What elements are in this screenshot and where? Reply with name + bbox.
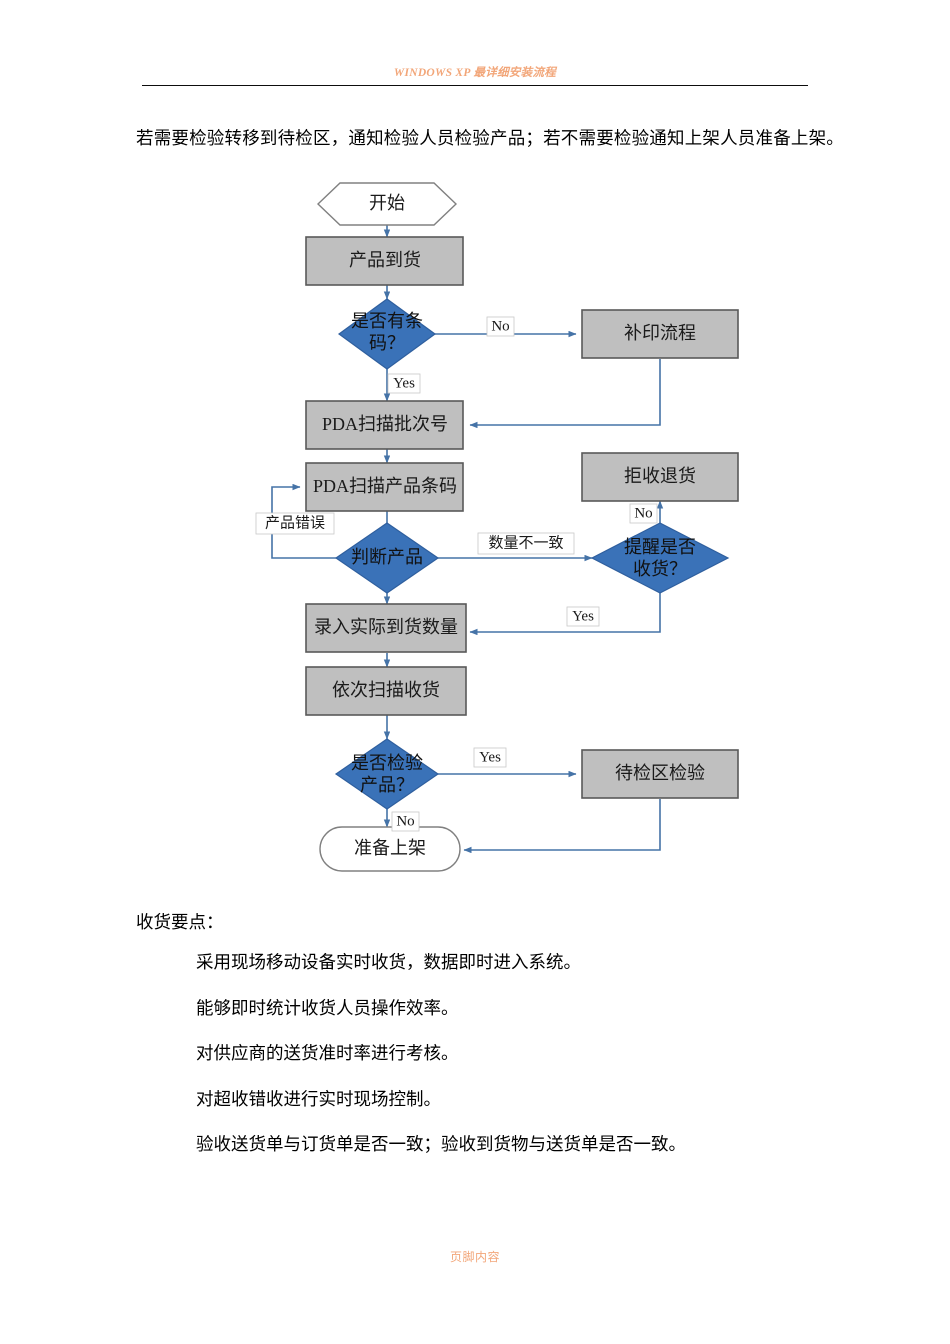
node-arrival-label: 产品到货 [349, 250, 421, 270]
node-inspect-product: 是否检验产品？ [334, 738, 440, 810]
list-item: 验收送货单与订货单是否一致；验收到货物与送货单是否一致。 [196, 1134, 686, 1154]
node-reprint: 补印流程 [581, 309, 739, 359]
node-inspect-product-label: 是否检验产品？ [351, 753, 423, 795]
intro-paragraph: 若需要检验转移到待检区，通知检验人员检验产品；若不需要检验通知上架人员准备上架。 [136, 128, 844, 148]
node-judge-product-label: 判断产品 [351, 547, 423, 567]
edge-label-barcode-yes: Yes [387, 373, 421, 394]
edge-remind-yes-enterqty [469, 581, 661, 636]
points-title: 收货要点： [136, 912, 224, 932]
svg-text:数量不一致: 数量不一致 [488, 534, 563, 551]
node-remind-receive: 提醒是否收货？ [590, 522, 730, 594]
header-divider [142, 85, 808, 86]
page-header: WINDOWS XP 最详细安装流程 [0, 64, 950, 90]
node-scan-batch: PDA扫描批次号 [305, 400, 464, 450]
node-scan-receive: 依次扫描收货 [305, 666, 467, 716]
page-footer: 页脚内容 [449, 1250, 500, 1264]
node-scan-product-label: PDA扫描产品条码 [313, 476, 457, 496]
node-remind-receive-label: 提醒是否收货？ [624, 537, 696, 579]
list-item: 对供应商的送货准时率进行考核。 [196, 1043, 459, 1063]
node-enter-qty-label: 录入实际到货数量 [314, 617, 458, 637]
svg-text:产品错误: 产品错误 [265, 514, 325, 531]
header-title: WINDOWS XP 最详细安装流程 [393, 67, 557, 79]
edge-label-remind-no: No [629, 503, 658, 524]
edge-label-inspect-yes: Yes [473, 747, 507, 768]
edge-label-inspect-no: No [391, 811, 420, 832]
edge-label-barcode-no: No [486, 316, 515, 337]
node-enter-qty: 录入实际到货数量 [305, 603, 467, 653]
edge-label-qty-mismatch: 数量不一致 [477, 532, 575, 555]
node-reject-return-label: 拒收退货 [624, 466, 696, 486]
svg-text:No: No [491, 318, 509, 334]
node-arrival: 产品到货 [305, 236, 464, 286]
edge-reprint-batch [469, 359, 661, 429]
node-ready-shelf: 准备上架 [319, 826, 461, 872]
svg-text:Yes: Yes [393, 375, 415, 391]
node-has-barcode-label-line1: 是否有条码？ [351, 311, 423, 353]
node-start: 开始 [316, 182, 458, 226]
node-scan-batch-label: PDA扫描批次号 [322, 414, 448, 434]
node-start-label: 开始 [369, 193, 405, 213]
flow-edge-labels: No Yes 产品错误 数量不一致 No [255, 316, 658, 832]
list-item: 对超收错收进行实时现场控制。 [196, 1088, 441, 1109]
node-scan-receive-label: 依次扫描收货 [332, 680, 440, 700]
node-inspect-area-label: 待检区检验 [615, 763, 705, 783]
edge-label-remind-yes: Yes [566, 606, 600, 627]
node-scan-product: PDA扫描产品条码 [305, 462, 464, 512]
edge-label-product-error: 产品错误 [255, 512, 335, 535]
node-inspect-area: 待检区检验 [581, 749, 739, 799]
svg-text:Yes: Yes [572, 608, 594, 624]
node-has-barcode: 是否有条码？ [337, 298, 437, 370]
svg-text:Yes: Yes [479, 749, 501, 765]
edge-area-shelf [463, 799, 661, 854]
node-reprint-label: 补印流程 [624, 323, 696, 343]
node-ready-shelf-label: 准备上架 [354, 838, 426, 858]
svg-text:No: No [634, 505, 652, 521]
svg-text:No: No [396, 813, 414, 829]
list-item: 采用现场移动设备实时收货，数据即时进入系统。 [196, 952, 581, 972]
node-reject-return: 拒收退货 [581, 452, 739, 502]
list-item: 能够即时统计收货人员操作效率。 [196, 997, 459, 1018]
node-judge-product: 判断产品 [334, 522, 440, 594]
receiving-flowchart: 开始 产品到货 是否有条码？ 补印流程 PDA扫描批次号 [0, 175, 950, 890]
points-list: 采用现场移动设备实时收货，数据即时进入系统。 能够即时统计收货人员操作效率。 对… [196, 950, 896, 1178]
